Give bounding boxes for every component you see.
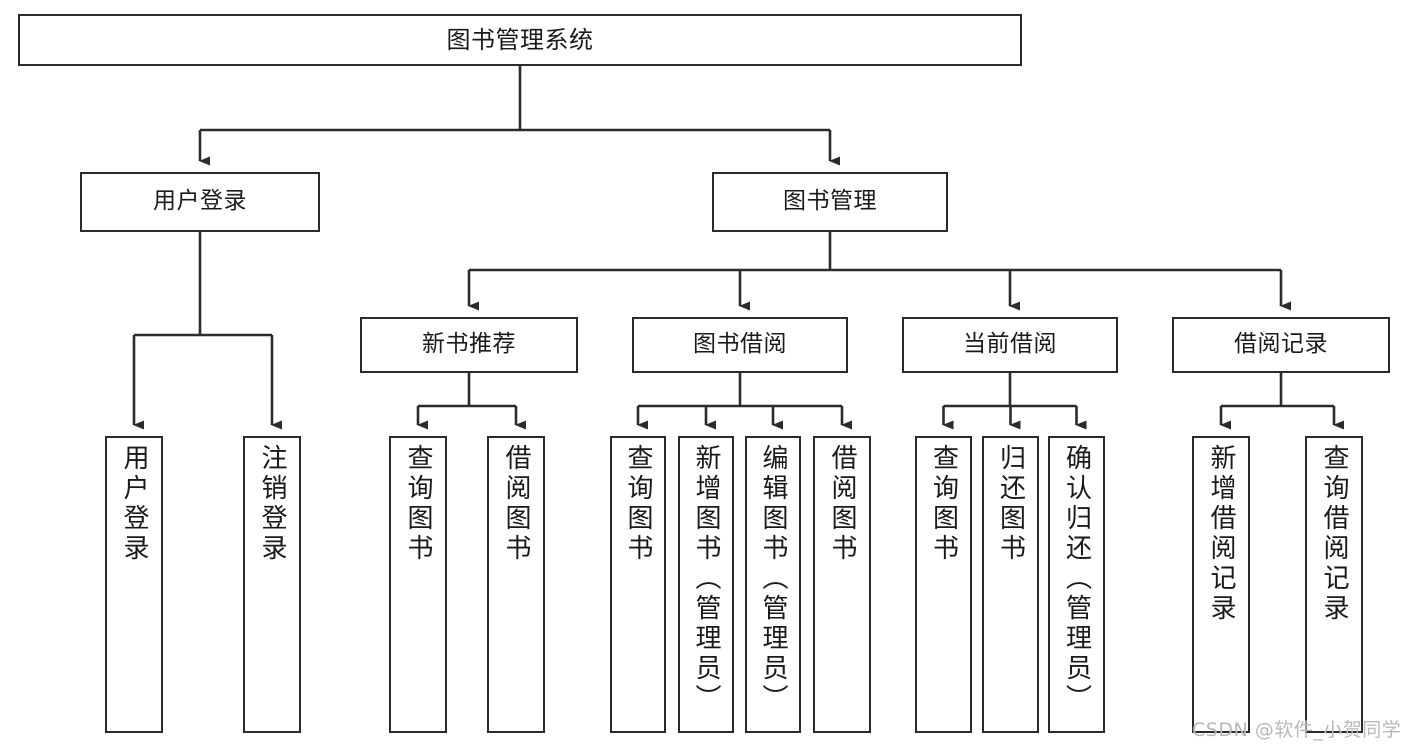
- node-label: 用户登录: [119, 444, 149, 564]
- node-label: 查询图书: [403, 444, 433, 564]
- node-leaf-query-record[interactable]: 查询借阅记录: [1305, 436, 1363, 733]
- node-leaf-query-book-2[interactable]: 查询图书: [610, 436, 666, 733]
- node-label: 当前借阅: [963, 331, 1057, 358]
- node-label: 新增借阅记录: [1206, 444, 1236, 624]
- node-label: 查询图书: [928, 444, 959, 564]
- node-label: 归还图书: [995, 444, 1026, 564]
- node-label: 新增图书（管理员）: [691, 444, 721, 714]
- node-root[interactable]: 图书管理系统: [18, 14, 1022, 66]
- node-label: 借阅记录: [1234, 331, 1328, 358]
- node-leaf-query-book-1[interactable]: 查询图书: [389, 436, 447, 733]
- node-leaf-user-logout[interactable]: 注销登录: [243, 436, 301, 733]
- node-label: 新书推荐: [422, 331, 516, 358]
- node-label: 图书借阅: [693, 331, 787, 358]
- node-leaf-return-book[interactable]: 归还图书: [982, 436, 1039, 733]
- node-leaf-add-record[interactable]: 新增借阅记录: [1192, 436, 1250, 733]
- node-book-borrow[interactable]: 图书借阅: [632, 317, 848, 373]
- node-leaf-edit-book[interactable]: 编辑图书（管理员）: [745, 436, 801, 733]
- node-label: 确认归还（管理员）: [1061, 444, 1092, 714]
- node-label: 借阅图书: [827, 444, 857, 564]
- node-label: 注销登录: [257, 444, 287, 564]
- node-user-login[interactable]: 用户登录: [80, 172, 320, 232]
- node-label: 编辑图书（管理员）: [758, 444, 788, 714]
- node-leaf-confirm-return[interactable]: 确认归还（管理员）: [1048, 436, 1105, 733]
- node-label: 查询图书: [623, 444, 653, 564]
- node-leaf-add-book[interactable]: 新增图书（管理员）: [678, 436, 734, 733]
- node-leaf-query-book-3[interactable]: 查询图书: [915, 436, 972, 733]
- node-leaf-borrow-book-2[interactable]: 借阅图书: [813, 436, 871, 733]
- node-leaf-user-login[interactable]: 用户登录: [105, 436, 163, 733]
- node-label: 查询借阅记录: [1319, 444, 1349, 624]
- node-book-manage[interactable]: 图书管理: [712, 172, 948, 232]
- node-new-book-rec[interactable]: 新书推荐: [360, 317, 578, 373]
- node-current-borrow[interactable]: 当前借阅: [902, 317, 1118, 373]
- node-borrow-record[interactable]: 借阅记录: [1172, 317, 1390, 373]
- node-label: 图书管理: [783, 188, 877, 215]
- watermark-text: CSDN @软件_小贺同学: [1192, 719, 1402, 741]
- node-label: 图书管理系统: [446, 25, 594, 54]
- node-label: 借阅图书: [501, 444, 531, 564]
- node-label: 用户登录: [153, 188, 247, 215]
- node-leaf-borrow-book-1[interactable]: 借阅图书: [487, 436, 545, 733]
